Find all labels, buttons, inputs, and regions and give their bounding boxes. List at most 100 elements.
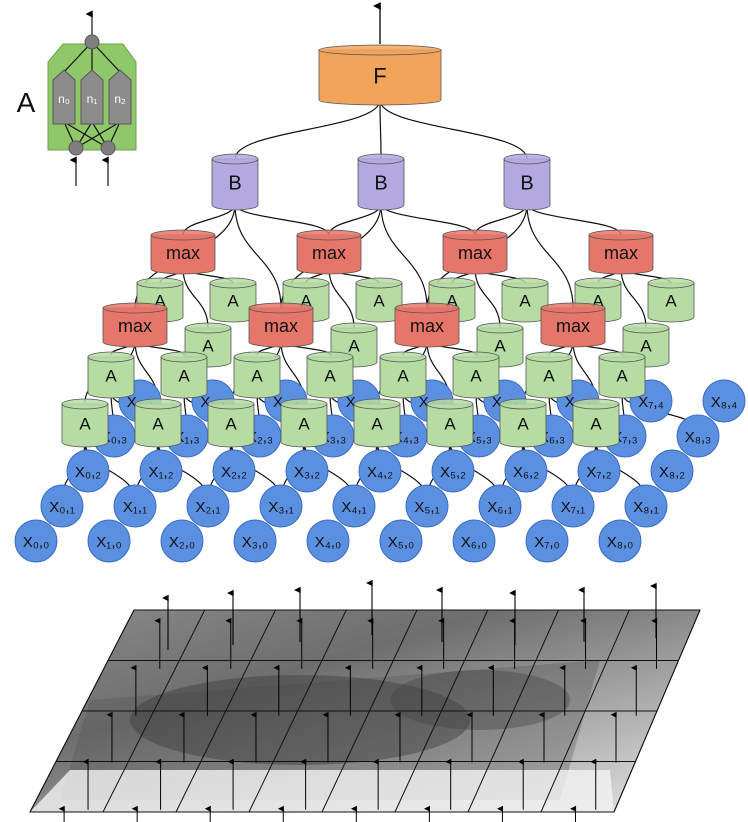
max-node-label: max [458,243,492,263]
input-node: X₄,₂ [358,449,402,493]
b-node-label: B [228,173,241,195]
input-node: X₈,₃ [676,414,720,458]
a-module-label: A [348,336,360,355]
legend-neuron-label: n₁ [87,92,98,106]
input-node: X₈,₀ [598,519,642,563]
input-node: X₁,₂ [139,449,183,493]
input-node-label: X₁,₁ [123,499,147,516]
input-node-label: X₅,₁ [414,499,439,516]
max-node-label: max [604,243,638,263]
input-node: X₆,₀ [452,519,496,563]
a-module-label: A [178,366,190,385]
legend-neuron-label: n₂ [114,92,126,106]
max-node: max [588,229,654,275]
input-node-label: X₂,₁ [195,499,220,516]
input-node-label: X₅,₀ [388,534,414,551]
connection [234,203,282,309]
legend-module-label: A [17,87,36,118]
a-module-label: A [152,414,164,433]
input-node-label: X₈,₄ [711,394,738,411]
input-node-label: X₈,₀ [607,534,634,551]
input-node-label: X₃,₂ [294,464,320,481]
a-module-label: A [494,336,506,355]
a-module-label: A [640,336,652,355]
a-module-label: A [324,366,336,385]
connection [234,99,381,160]
a-module-label: A [79,414,91,433]
a-module: A [572,398,620,448]
input-node: X₄,₁ [332,484,376,528]
input-node: X₇,₂ [577,449,621,493]
input-node-label: X₅,₂ [440,464,466,481]
legend-module-a: A n₀ n₁ n₂ [17,10,137,186]
max-node-label: max [264,316,298,336]
a-module: A [525,351,573,399]
a-module: A [647,277,695,323]
a-module-label: A [470,366,482,385]
input-node: X₈,₂ [650,449,694,493]
input-node-label: X₆,₀ [461,534,487,551]
a-module: A [280,398,328,448]
connection [474,267,501,329]
input-node-label: X₄,₀ [315,534,342,551]
max-node-label: max [312,243,346,263]
input-node: X₀,₂ [66,449,110,493]
a-module-label: A [543,366,555,385]
input-node-label: X₀,₂ [75,464,101,481]
a-module: A [306,351,354,399]
input-node: X₈,₁ [624,484,668,528]
a-module-label: A [397,366,409,385]
connection [182,267,209,329]
max-node: max [394,302,460,348]
a-module: A [207,398,255,448]
legend-output-node [84,34,100,50]
a-module-label: A [225,414,237,433]
input-node-label: X₇,₀ [534,534,560,551]
input-node: X₁,₀ [87,519,131,563]
a-module: A [501,277,549,323]
image-grid [29,609,701,813]
legend-neuron-0: n₀ [52,69,76,125]
a-module-label: A [590,414,602,433]
input-node-label: X₇,₄ [638,394,663,411]
a-module-label: A [517,414,529,433]
max-node-label: max [118,316,152,336]
input-node-label: X₆,₂ [513,464,539,481]
a-module: A [379,351,427,399]
input-node-label: X₄,₂ [367,464,393,481]
connection [380,203,428,309]
b-node: B [357,153,405,211]
a-module: A [87,351,135,399]
input-node: X₆,₂ [504,449,548,493]
input-node-label: X₃,₁ [268,499,293,516]
a-module: A [233,351,281,399]
input-node-label: X₃,₀ [242,534,269,551]
a-module-label: A [251,366,263,385]
input-node: X₂,₁ [186,484,230,528]
input-node-label: X₈,₃ [685,429,712,446]
input-node: X₅,₀ [379,519,423,563]
b-node: B [503,153,551,211]
connection [379,99,528,160]
input-node-label: X₂,₀ [169,534,195,551]
a-module: A [355,277,403,323]
a-module-label: A [298,414,310,433]
input-image-panel [29,579,701,822]
input-node: X₃,₂ [285,449,329,493]
input-node: X₇,₁ [551,484,595,528]
input-node: X₂,₀ [160,519,204,563]
a-module-label: A [616,366,628,385]
b-node-label: B [374,173,387,195]
a-module: A [160,351,208,399]
input-node-label: X₀,₁ [49,499,74,516]
image-patch-arrows [58,579,658,822]
input-node-label: X₂,₂ [221,464,247,481]
input-node-label: X₁,₂ [148,464,173,481]
input-node-label: X₈,₂ [659,464,685,481]
max-node: max [248,302,314,348]
legend-input-node-right [100,140,116,156]
